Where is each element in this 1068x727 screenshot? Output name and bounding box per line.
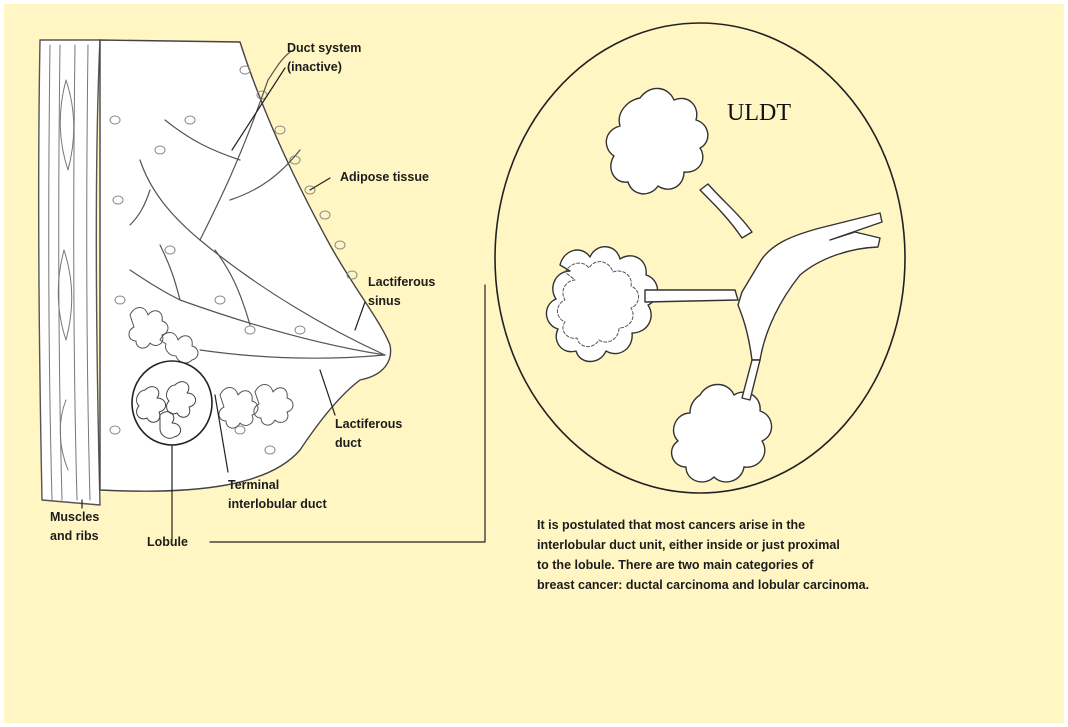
lower-lobule bbox=[672, 385, 772, 482]
caption-line: breast cancer: ductal carcinoma and lobu… bbox=[537, 575, 869, 595]
upper-lobule bbox=[606, 88, 708, 193]
label-lactiferous-sinus: Lactiferous sinus bbox=[368, 273, 435, 311]
uldt-structure bbox=[546, 88, 882, 482]
label-duct-system: Duct system (inactive) bbox=[287, 39, 361, 77]
caption-line: to the lobule. There are two main catego… bbox=[537, 555, 869, 575]
upper-duct bbox=[700, 184, 752, 238]
label-muscles-ribs: Muscles and ribs bbox=[50, 508, 99, 546]
label-adipose-tissue: Adipose tissue bbox=[340, 168, 429, 187]
caption-line: It is postulated that most cancers arise… bbox=[537, 515, 869, 535]
label-terminal-duct: Terminal interlobular duct bbox=[228, 476, 327, 514]
caption-text: It is postulated that most cancers arise… bbox=[537, 515, 869, 595]
main-duct bbox=[738, 213, 882, 360]
label-lobule: Lobule bbox=[147, 533, 188, 552]
caption-line: interlobular duct unit, either inside or… bbox=[537, 535, 869, 555]
label-uldt: ULDT bbox=[727, 100, 791, 127]
left-lobule bbox=[546, 247, 657, 362]
label-lactiferous-duct: Lactiferous duct bbox=[335, 415, 402, 453]
left-duct bbox=[645, 290, 738, 302]
lower-duct bbox=[742, 360, 760, 400]
